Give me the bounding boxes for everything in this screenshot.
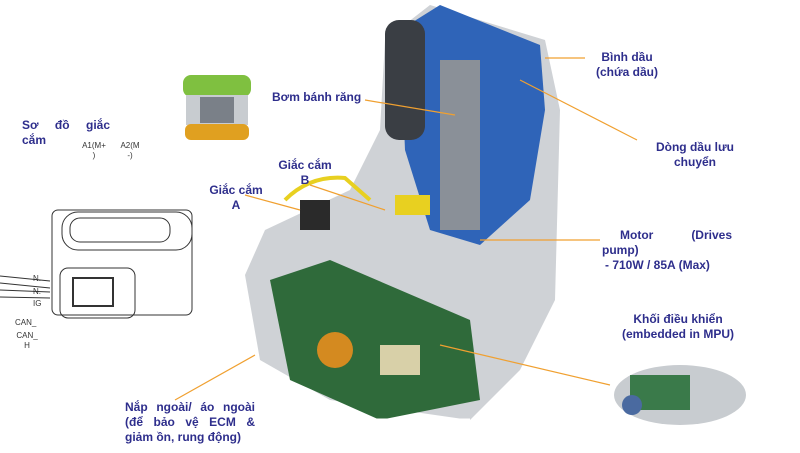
- pump-assembly-image: [245, 5, 560, 422]
- pin-label: IG: [33, 299, 42, 308]
- motor-spec-label: - 710W / 85A (Max): [605, 258, 710, 272]
- connector-diagram-title: Sơ đồ giắc cắm: [22, 118, 110, 147]
- reservoir-label: Bình dầu (chứa dầu): [595, 50, 659, 79]
- can-h-label: CAN_ H: [16, 331, 38, 350]
- motor-label: Motor (Drives pump): [602, 228, 732, 257]
- can-l-label: CAN_: [15, 318, 37, 327]
- pin-a1-label: A1(M+ ): [82, 141, 106, 160]
- pin-label: N.: [33, 274, 41, 283]
- gear-pump-image: [183, 75, 251, 140]
- pin-a2-label: A2(M -): [120, 141, 140, 160]
- gear-pump-label: Bơm bánh răng: [272, 90, 362, 104]
- pin-label: N.: [33, 287, 41, 296]
- connector-b-label: Giắc cắm B: [278, 158, 332, 187]
- connector-a-label: Giắc cắm A: [209, 183, 263, 212]
- cover-label: Nắp ngoài/ áo ngoài (để bảo vệ ECM & giả…: [125, 400, 255, 444]
- leader-lines: [174, 57, 638, 401]
- control-unit-image: [614, 365, 746, 425]
- connector-drawing: [0, 209, 193, 319]
- control-unit-label: Khối điều khiển (embedded in MPU): [621, 312, 734, 341]
- oil-flow-label: Dòng dầu lưu chuyển: [655, 140, 734, 169]
